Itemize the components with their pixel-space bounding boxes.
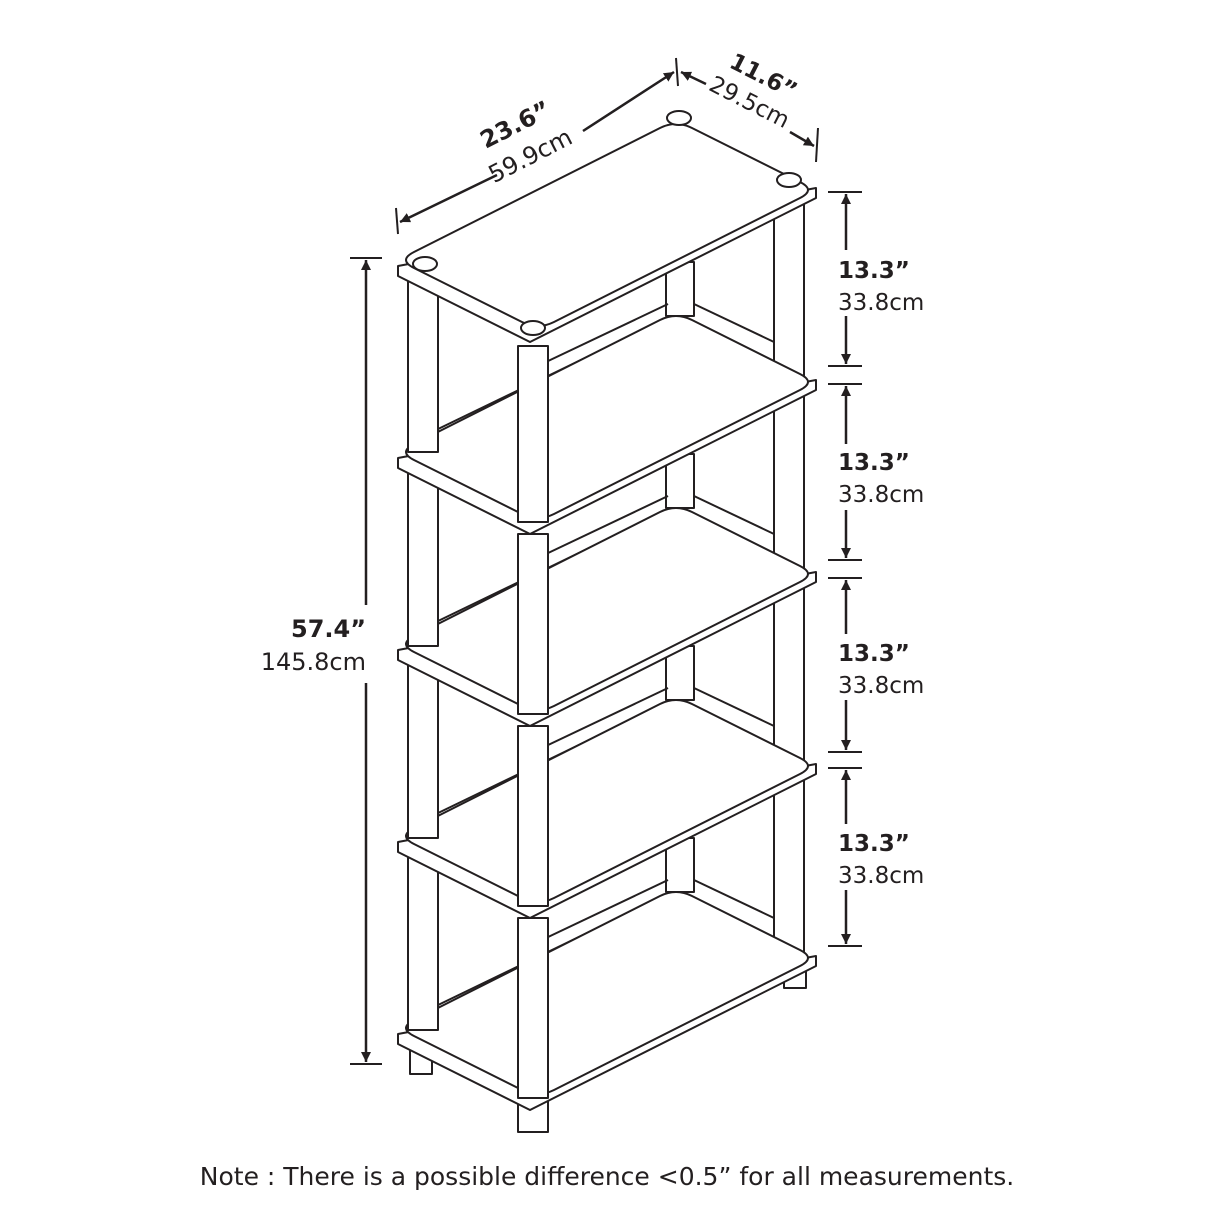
post-cap-icon (666, 110, 692, 126)
front-posts-tier-3 (407, 653, 549, 907)
spacing-2-cm-label: 33.8cm (838, 482, 924, 508)
spacing-2-inch-label: 13.3” (838, 450, 910, 476)
front-posts-tier-1 (407, 275, 549, 523)
front-posts-tier-4 (407, 845, 549, 1099)
spacing-4-inch-label: 13.3” (838, 831, 910, 857)
shelf-2 (397, 507, 817, 727)
top-shelf (397, 110, 817, 343)
height-dimension: 57.4” 145.8cm (261, 257, 382, 1065)
shelf-3 (397, 699, 817, 919)
shelf-spacing-labels: 13.3” 33.8cm 13.3” 33.8cm 13.3” 33.8cm 1… (838, 258, 924, 889)
shelf-unit-drawing (397, 110, 817, 1133)
shelf-spacing-dimensions (828, 191, 862, 947)
height-cm-label: 145.8cm (261, 648, 366, 676)
post-cap-icon (412, 256, 438, 272)
spacing-1-inch-label: 13.3” (838, 258, 910, 284)
front-posts-tier-2 (407, 461, 549, 715)
spacing-1-cm-label: 33.8cm (838, 290, 924, 316)
post-cap-icon (776, 172, 802, 188)
height-inch-label: 57.4” (291, 615, 366, 643)
spacing-4-cm-label: 33.8cm (838, 863, 924, 889)
bottom-shelf (397, 891, 817, 1111)
measurement-note: Note : There is a possible difference <0… (199, 1162, 1015, 1191)
shelf-1 (397, 315, 817, 535)
spacing-3-inch-label: 13.3” (838, 641, 910, 667)
spacing-3-cm-label: 33.8cm (838, 673, 924, 699)
post-cap-icon (520, 320, 546, 336)
